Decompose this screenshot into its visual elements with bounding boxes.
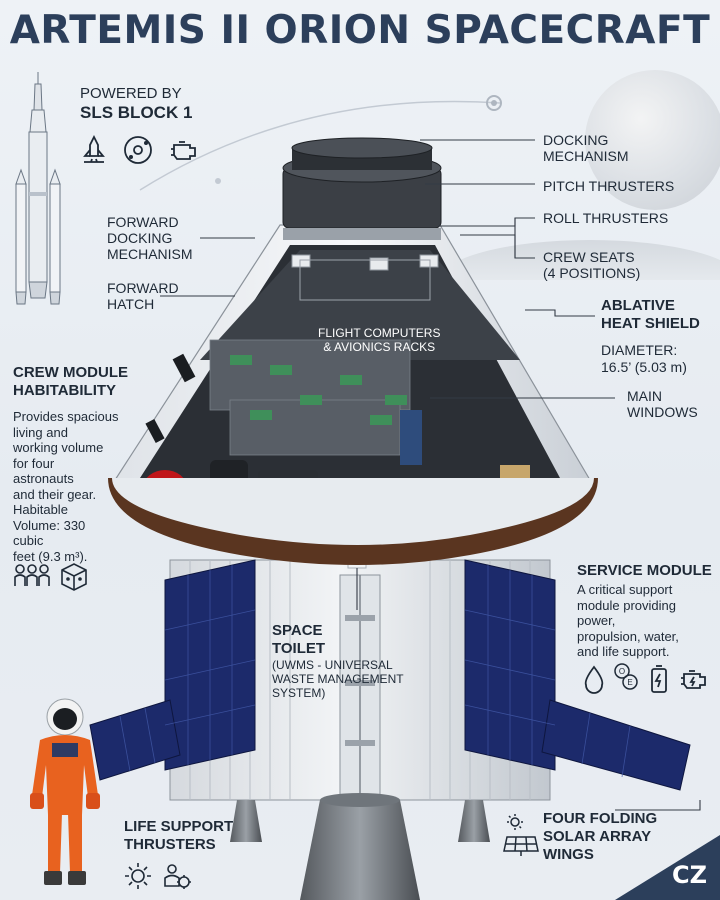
roll-thrusters-label: ROLL THRUSTERS: [543, 210, 669, 226]
pitch-thrusters-label: PITCH THRUSTERS: [543, 178, 675, 194]
ablative-heat-shield-label: ABLATIVE HEAT SHIELD: [601, 297, 700, 332]
life-support-thrusters-label: LIFE SUPPORT THRUSTERS: [124, 818, 234, 853]
moon: [585, 70, 720, 210]
svg-text:O: O: [619, 667, 625, 676]
crew-module-heading: CREW MODULE HABITABILITY: [13, 364, 128, 399]
forward-hatch-label: FORWARD HATCH: [107, 280, 179, 312]
rocket-launch-icon: [78, 134, 110, 166]
crew-icon: [12, 560, 52, 592]
page-title: ARTEMIS II ORION SPACECRAFT: [9, 8, 711, 53]
sun-icon: [122, 860, 154, 892]
battery-icon: [643, 663, 675, 695]
powered-by-label: POWERED BY: [80, 85, 182, 102]
docking-mechanism-label: DOCKING MECHANISM: [543, 132, 629, 164]
water-drop-icon: [578, 663, 610, 695]
space-toilet-label: SPACE TOILET: [272, 622, 326, 657]
crew-module-description: Provides spacious living and working vol…: [13, 409, 119, 564]
engine-icon: [168, 134, 200, 166]
main-windows-label: MAIN WINDOWS: [627, 388, 698, 420]
cargo-box-icon: [58, 560, 90, 592]
diameter-label: DIAMETER: 16.5’ (5.03 m): [601, 342, 687, 375]
solar-panel-icon: [503, 813, 539, 857]
svg-text:E: E: [627, 678, 632, 687]
service-module-description: A critical support module providing powe…: [577, 582, 679, 659]
engine-power-icon: [678, 663, 710, 695]
sls-block-label: SLS BLOCK 1: [80, 103, 193, 122]
solar-wings-label: FOUR FOLDING SOLAR ARRAY WINGS: [543, 810, 658, 863]
forward-docking-label: FORWARD DOCKING MECHANISM: [107, 214, 193, 262]
crew-seats-label: CREW SEATS (4 POSITIONS): [543, 249, 641, 281]
service-module-heading: SERVICE MODULE: [577, 562, 712, 579]
astronaut-illustration: [30, 698, 100, 885]
orbit-icon: [122, 134, 154, 166]
sls-rocket-illustration: [15, 72, 61, 305]
brand-logo: CZ: [672, 861, 708, 889]
gear-person-icon: [160, 860, 192, 892]
flight-computers-label: FLIGHT COMPUTERS & AVIONICS RACKS: [318, 326, 441, 354]
uwms-label: (UWMS - UNIVERSAL WASTE MANAGEMENT SYSTE…: [272, 658, 404, 700]
